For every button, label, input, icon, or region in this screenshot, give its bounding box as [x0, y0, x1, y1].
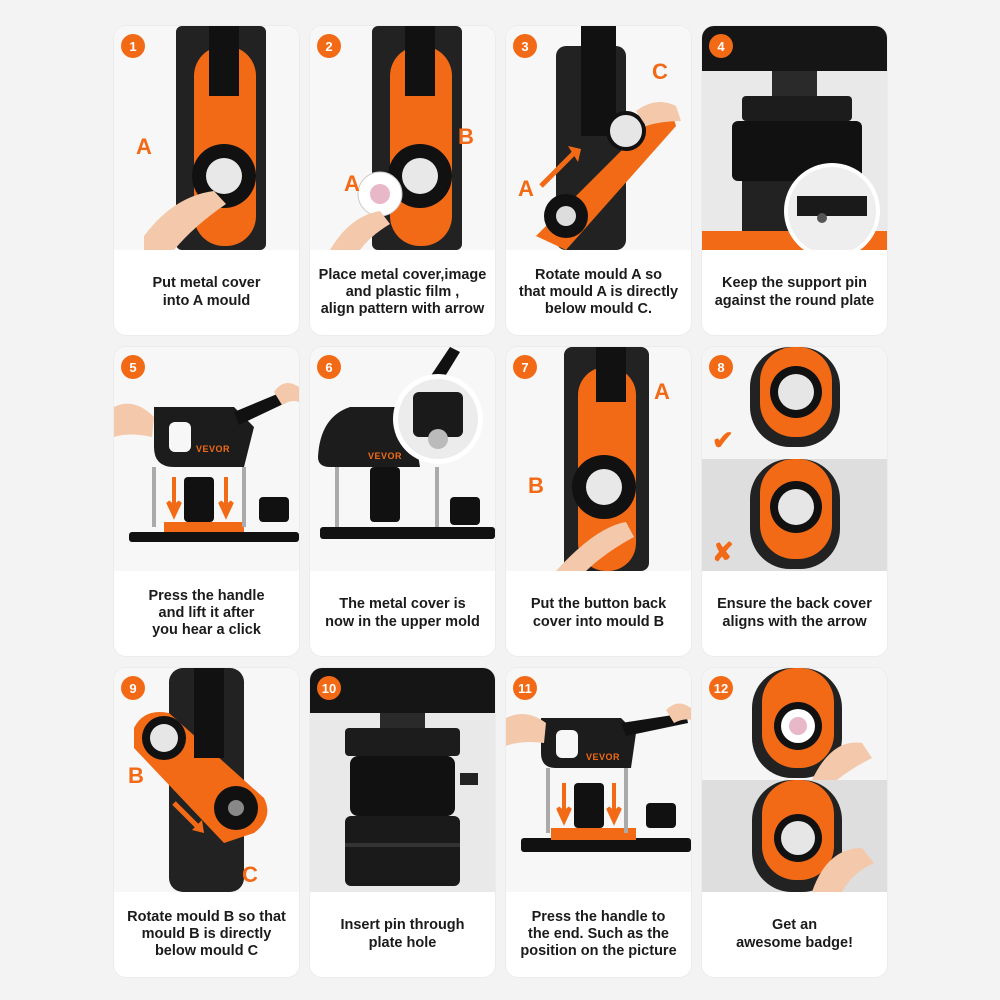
step-card-9: 9 B C Rotate mould B so that mould B is …: [114, 668, 299, 977]
correct-check-icon: ✔: [712, 425, 734, 455]
mould-label-a: A: [654, 379, 670, 404]
mould-arm-illustration: [330, 26, 462, 250]
step-number-badge: 10: [317, 676, 341, 700]
brand-logo: VEVOR: [586, 752, 621, 762]
step-photo-2: [310, 26, 495, 250]
step-card-4: 4 Keep the support pin against the round…: [702, 26, 887, 335]
step-photo-1: [114, 26, 299, 250]
step-caption: Rotate mould A so that mould A is direct…: [518, 266, 679, 318]
step-number-badge: 9: [121, 676, 145, 700]
step-number-badge: 8: [709, 355, 733, 379]
step-caption: Put metal cover into A mould: [152, 275, 261, 309]
step-number-badge: 6: [317, 355, 341, 379]
step-caption: Rotate mould B so that mould B is direct…: [127, 908, 286, 960]
step-photo-5: [114, 347, 299, 571]
instruction-grid: 1 A Put metal cover into A mould 2 A B P…: [114, 26, 887, 978]
mould-label-b: B: [458, 124, 474, 149]
step-number-badge: 2: [317, 34, 341, 58]
step-card-6: VEVOR 6 The metal cover is now in the up…: [310, 347, 495, 656]
mould-label-b: B: [128, 763, 144, 788]
step-number-badge: 12: [709, 676, 733, 700]
mould-arm-illustration: [556, 347, 649, 571]
step-card-8: ✔ ✘ 8 Ensure the back cover aligns with …: [702, 347, 887, 656]
incorrect-cross-icon: ✘: [712, 537, 734, 567]
step-number-badge: 4: [709, 34, 733, 58]
step-caption: Get an awesome badge!: [736, 917, 853, 951]
step-card-1: 1 A Put metal cover into A mould: [114, 26, 299, 335]
mould-label-a: A: [136, 134, 152, 159]
step-caption: Ensure the back cover aligns with the ar…: [717, 596, 872, 630]
mould-arm-illustration: [144, 26, 266, 250]
mould-label-c: C: [242, 862, 258, 887]
step-card-2: 2 A B Place metal cover,image and plasti…: [310, 26, 495, 335]
step-number-badge: 11: [513, 676, 537, 700]
mould-label-b: B: [528, 473, 544, 498]
step-photo-9: [114, 668, 299, 892]
insert-pin-illustration: [310, 668, 495, 886]
step-photo-11: [506, 668, 691, 892]
step-photo-8: [702, 347, 887, 571]
mould-label-a: A: [344, 171, 360, 196]
step-photo-10: [310, 668, 495, 892]
step-number-badge: 1: [121, 34, 145, 58]
press-machine-illustration: [506, 703, 691, 852]
step-caption: Press the handle to the end. Such as the…: [520, 908, 677, 960]
back-cover-alignment-illustration: [702, 347, 887, 571]
step-card-3: 3 A C Rotate mould A so that mould A is …: [506, 26, 691, 335]
step-caption: Put the button back cover into mould B: [530, 596, 667, 630]
step-photo-3: [506, 26, 691, 250]
support-pin-illustration: [702, 26, 887, 250]
step-card-11: VEVOR 11 Press the handle to the end. Su…: [506, 668, 691, 977]
finished-badge-illustration: [702, 668, 887, 892]
step-caption: Keep the support pin against the round p…: [714, 275, 875, 309]
step-caption: Insert pin through plate hole: [340, 917, 465, 951]
step-caption: Place metal cover,image and plastic film…: [318, 266, 487, 318]
press-machine-illustration: [318, 347, 495, 539]
step-caption: Press the handle and lift it after you h…: [148, 587, 265, 639]
step-photo-12: [702, 668, 887, 892]
step-card-10: 10 Insert pin through plate hole: [310, 668, 495, 977]
step-photo-4: [702, 26, 887, 250]
brand-logo: VEVOR: [368, 451, 403, 461]
step-photo-6: [310, 347, 495, 571]
step-number-badge: 3: [513, 34, 537, 58]
mould-label-c: C: [652, 59, 668, 84]
step-card-7: 7 A B Put the button back cover into mou…: [506, 347, 691, 656]
step-caption: The metal cover is now in the upper mold: [325, 596, 480, 630]
mould-rotate-illustration: [536, 26, 681, 250]
press-machine-illustration: [114, 383, 299, 542]
brand-logo: VEVOR: [196, 444, 231, 454]
mould-rotate-illustration: [134, 668, 268, 892]
step-number-badge: 5: [121, 355, 145, 379]
step-number-badge: 7: [513, 355, 537, 379]
mould-label-a: A: [518, 176, 534, 201]
step-card-12: 12 Get an awesome badge!: [702, 668, 887, 977]
step-photo-7: [506, 347, 691, 571]
step-card-5: VEVOR 5 Press the handle and lift it aft…: [114, 347, 299, 656]
